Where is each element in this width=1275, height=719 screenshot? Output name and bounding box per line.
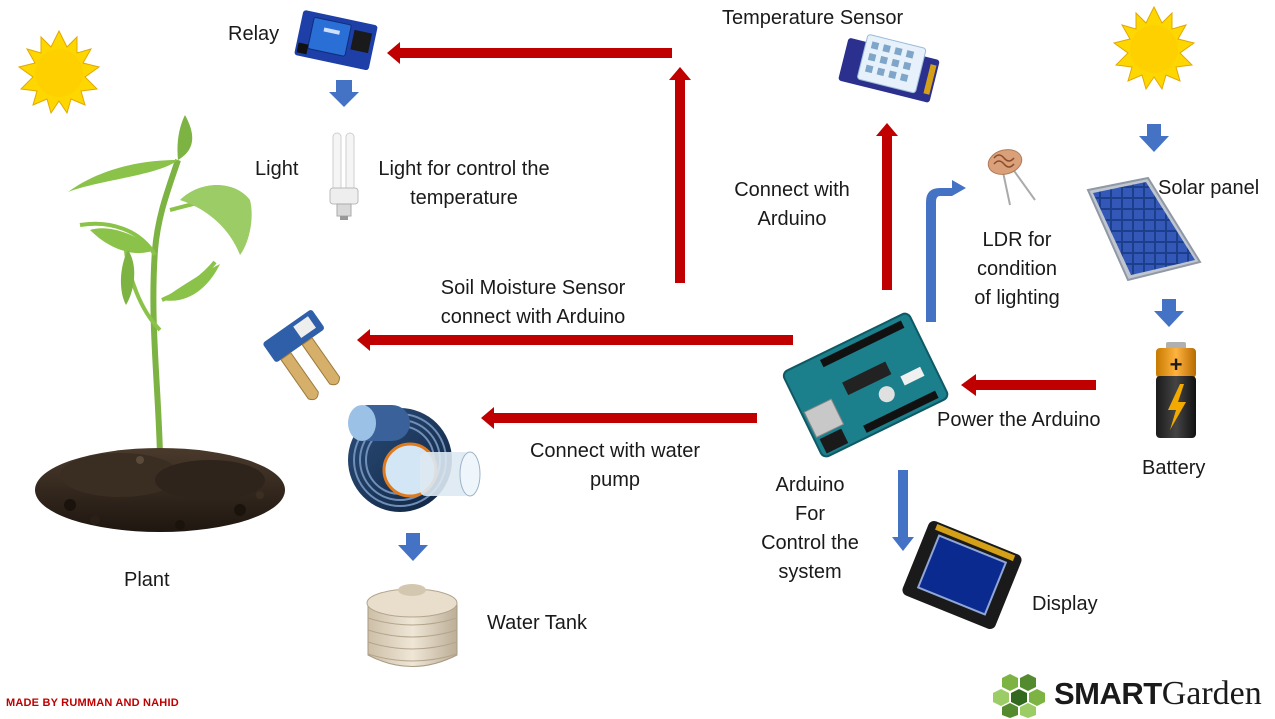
sun-icon-right <box>1112 5 1196 91</box>
smart-garden-logo-icon <box>993 674 1045 718</box>
blue-arrow-ldr <box>926 180 966 322</box>
light-control-label: Light for control the temperature <box>378 158 550 209</box>
display-module-image <box>902 520 1022 630</box>
blue-arrow-pump-down <box>398 533 428 561</box>
water-tank-label: Water Tank <box>487 612 588 634</box>
red-arrow-to-soil <box>357 329 793 351</box>
credit-text: MADE BY RUMMAN AND NAHID <box>6 697 179 709</box>
sun-icon-left <box>17 29 101 115</box>
plant-label: Plant <box>124 569 170 591</box>
ldr-label: LDR for condition of lighting <box>974 229 1060 309</box>
water-tank-image <box>366 584 458 667</box>
brand-logo: SMART Garden <box>990 672 1262 716</box>
red-arrow-to-arduino <box>961 374 1096 396</box>
relay-label: Relay <box>228 23 280 45</box>
temperature-sensor-label: Temperature Sensor <box>722 7 904 29</box>
red-arrow-to-relay <box>387 42 672 64</box>
solar-panel-image <box>1086 176 1202 282</box>
light-label: Light <box>255 158 299 180</box>
plant-image <box>35 115 285 532</box>
blue-arrow-solar-down <box>1154 299 1184 327</box>
red-arrow-to-pump <box>481 407 757 429</box>
arduino-label: Arduino For Control the system <box>761 474 859 583</box>
connect-arduino-label: Connect with Arduino <box>734 179 850 230</box>
temperature-sensor-image <box>838 34 940 103</box>
display-label: Display <box>1032 593 1098 615</box>
red-arrow-up-temp <box>876 123 898 290</box>
water-pump-image <box>348 405 481 512</box>
svg-text:+: + <box>1170 352 1183 377</box>
water-pump-label: Connect with water pump <box>529 440 701 491</box>
battery-label: Battery <box>1142 457 1206 479</box>
brand-garden-text: Garden <box>1161 675 1262 712</box>
light-bulb-image <box>329 132 359 220</box>
battery-image: + <box>1156 342 1196 438</box>
red-arrow-up-mid <box>669 67 691 283</box>
soil-sensor-label: Soil Moisture Sensor connect with Arduin… <box>440 277 626 328</box>
soil-moisture-sensor-image <box>263 310 341 401</box>
blue-arrow-relay-down <box>329 80 359 107</box>
solar-panel-label: Solar panel <box>1158 177 1260 199</box>
power-arduino-label: Power the Arduino <box>937 409 1101 431</box>
brand-smart-text: SMART <box>1054 676 1162 711</box>
blue-arrow-display-down <box>892 470 914 551</box>
relay-module-image <box>294 10 378 71</box>
arduino-board-image <box>782 312 949 458</box>
ldr-sensor-image <box>987 149 1036 206</box>
blue-arrow-sun-down <box>1139 124 1169 152</box>
